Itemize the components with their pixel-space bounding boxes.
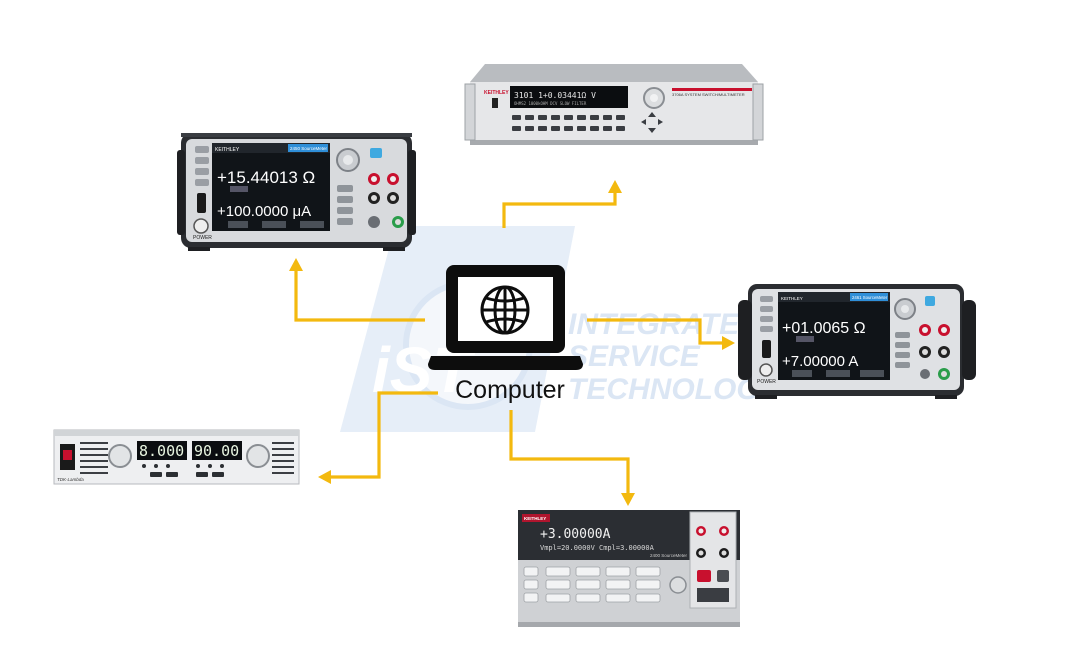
connector-smu-bottom — [509, 410, 630, 494]
voltage-knob[interactable] — [108, 444, 132, 468]
smu-right[interactable]: POWER KEITHLEY 2461 SourceMeter +01.0065… — [738, 284, 976, 399]
power-button[interactable] — [759, 363, 773, 377]
power-button[interactable] — [193, 218, 209, 234]
smu-top-left-model: 2450 SourceMeter — [290, 146, 328, 151]
laptop-globe-icon — [428, 265, 583, 370]
watermark-line-2: SERVICE — [568, 340, 701, 373]
arrowhead-psu-left — [318, 470, 331, 484]
arrowhead-dmm-top — [608, 180, 622, 193]
computer-label: Computer — [455, 376, 565, 404]
smu-top-left[interactable]: POWER KEITHLEY 2450 SourceMeter +15.4401… — [177, 133, 416, 251]
terminal-jacks — [919, 324, 950, 380]
power-label: POWER — [193, 235, 212, 241]
smu-right-source: +7.00000 A — [782, 353, 858, 370]
arrowhead-smu-right — [722, 336, 735, 350]
terminal-jacks — [696, 526, 729, 558]
connector-psu-left — [330, 391, 438, 479]
smu-top-left-reading: +15.44013 Ω — [217, 168, 315, 187]
psu-brand: TDK-Lambda — [57, 477, 84, 482]
smu-bottom[interactable]: KEITHLEY KEITHLEY +3.00000A Vmpl=20.0000… — [518, 510, 740, 627]
dmm-top-model: 3706A SYSTEM SWITCH/MULTIMETER — [672, 92, 745, 97]
watermark-line-1: INTEGRATED — [568, 308, 761, 341]
smu-bottom-model: 2400 SourceMeter — [650, 553, 688, 558]
smu-right-model: 2461 SourceMeter — [852, 295, 888, 300]
power-label: POWER — [757, 379, 776, 385]
smu-top-left-source: +100.0000 μA — [217, 203, 311, 220]
smu-top-left-brand: KEITHLEY — [215, 147, 240, 153]
usb-port-icon — [492, 98, 498, 108]
smu-right-brand: KEITHLEY — [781, 296, 803, 301]
terminal-jacks — [368, 173, 404, 228]
smu-bottom-line2: Vmpl=20.0000V Cmpl=3.00000A — [540, 544, 655, 552]
dmm-top-brand: KEITHLEY — [484, 90, 509, 96]
psu-left[interactable]: 8.000 90.00 TDK-Lambda — [53, 429, 300, 485]
smu-bottom-reading: +3.00000A — [540, 527, 611, 542]
usb-port-icon — [762, 340, 771, 358]
connector-dmm-top — [502, 192, 617, 228]
smu-right-reading: +01.0065 Ω — [782, 320, 866, 337]
usb-port-icon — [197, 193, 206, 213]
navigation-knob[interactable] — [669, 576, 687, 594]
current-knob[interactable] — [246, 444, 270, 468]
connector-smu-right — [587, 318, 723, 345]
arrowhead-smu-bottom — [621, 493, 635, 506]
smu-bottom-brand-overlay: KEITHLEY — [524, 516, 546, 521]
output-button[interactable] — [697, 570, 711, 582]
dmm-top-display-line1: 3101 1+0.03441Ω V — [514, 91, 596, 100]
psu-voltage-display: 8.000 — [139, 442, 184, 460]
psu-current-display: 90.00 — [194, 442, 239, 460]
dmm-top-display-line2: OHMS2 1000kOHM DCV SLOW FILTER — [514, 101, 587, 106]
dmm-top[interactable]: KEITHLEY 3101 1+0.03441Ω V OHMS2 1000kOH… — [464, 64, 764, 145]
arrowhead-smu-top-left — [289, 258, 303, 271]
connector-smu-top-left — [294, 270, 425, 322]
